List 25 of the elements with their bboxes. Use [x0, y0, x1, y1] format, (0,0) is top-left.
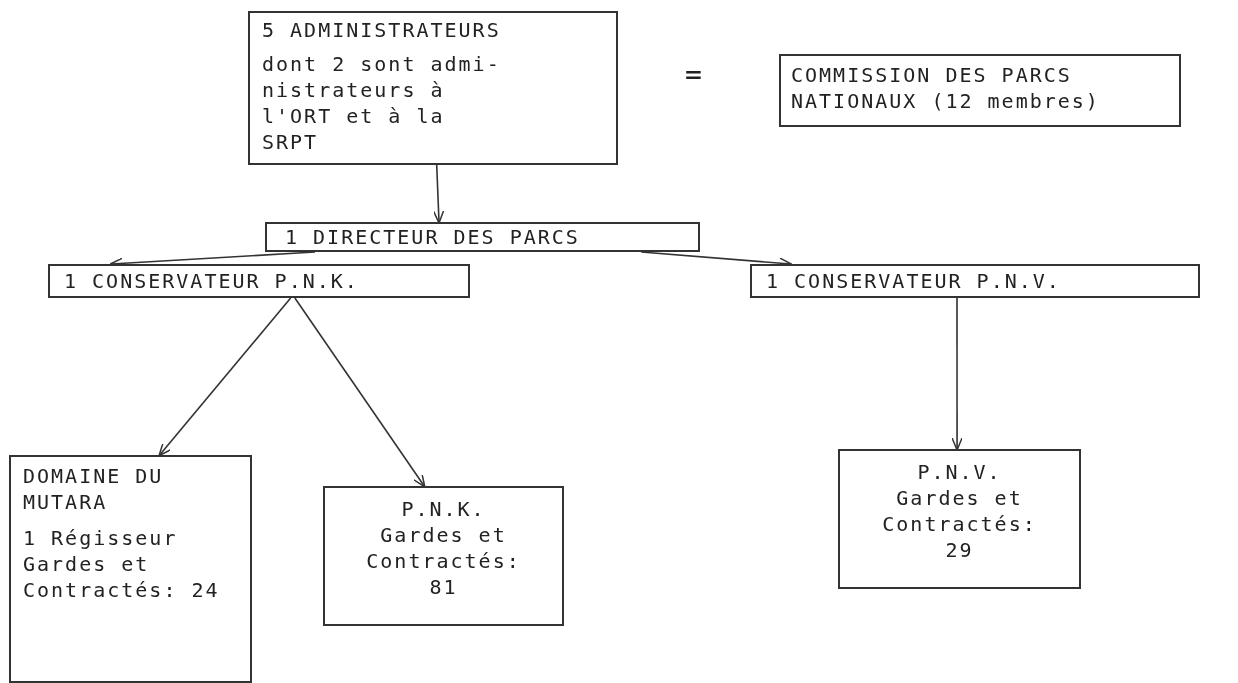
- arrow: [951, 297, 963, 451]
- equals-sign: =: [685, 58, 702, 91]
- box-heading: 1 DIRECTEUR DES PARCS: [285, 224, 580, 250]
- box-heading: DOMAINE DU MUTARA: [23, 463, 165, 515]
- org-box: [779, 54, 1181, 127]
- box-text: Gardes et Contractés: 81: [365, 522, 522, 600]
- box-text: dont 2 sont admi- nistrateurs à l'ORT et à la SRPT: [262, 51, 502, 155]
- org-box: [323, 486, 564, 626]
- box-text: 1 Régisseur Gardes et Contractés: 24: [23, 525, 221, 603]
- box-heading: P.N.K.: [400, 496, 487, 522]
- org-box: [9, 455, 252, 683]
- arrow: [294, 297, 426, 488]
- arrow: [432, 164, 445, 224]
- box-text: Gardes et Contractés: 29: [881, 485, 1038, 563]
- box-heading: 1 CONSERVATEUR P.N.K.: [64, 268, 359, 294]
- org-box: [838, 449, 1081, 589]
- box-heading: P.N.V.: [916, 459, 1003, 485]
- org-box: [750, 264, 1200, 298]
- arrow: [158, 297, 292, 457]
- org-box: [265, 222, 700, 252]
- box-heading: 1 CONSERVATEUR P.N.V.: [766, 268, 1061, 294]
- org-box: [48, 264, 470, 298]
- org-box: [248, 11, 618, 165]
- box-heading: COMMISSION DES PARCS NATIONAUX (12 membres): [791, 62, 1101, 114]
- box-heading: 5 ADMINISTRATEURS: [262, 17, 502, 43]
